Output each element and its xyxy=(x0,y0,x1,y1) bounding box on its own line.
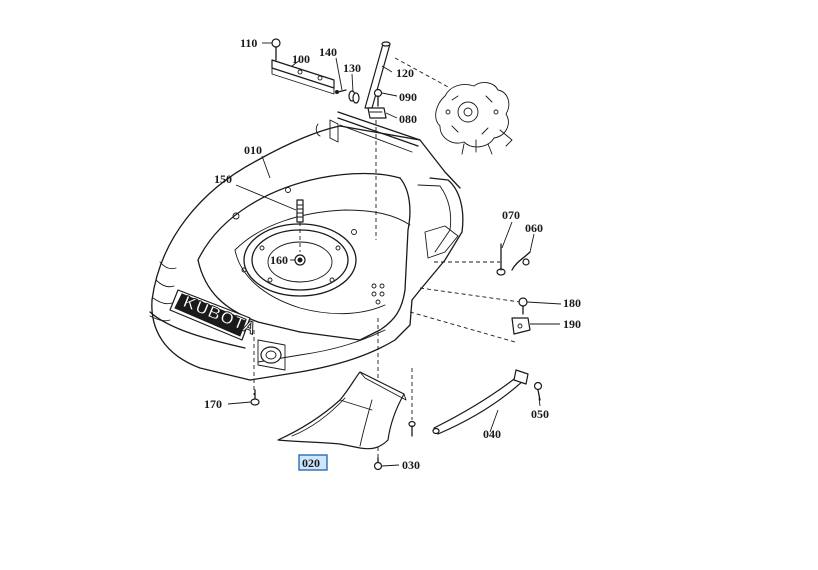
screw-090 xyxy=(373,88,383,107)
kubota-decal: KUBOTA xyxy=(169,289,260,341)
label-120[interactable]: 120 xyxy=(396,66,414,80)
label-040[interactable]: 040 xyxy=(483,427,501,441)
label-020[interactable]: 020 xyxy=(302,456,320,470)
clip-060 xyxy=(511,251,531,271)
bracket-080 xyxy=(367,107,387,119)
label-160[interactable]: 160 xyxy=(270,253,288,267)
part-labels: 110 100 140 130 120 090 080 010 150 160 … xyxy=(204,36,581,472)
label-070[interactable]: 070 xyxy=(502,208,520,222)
label-180[interactable]: 180 xyxy=(563,296,581,310)
bolt-110 xyxy=(271,38,281,61)
label-080[interactable]: 080 xyxy=(399,112,417,126)
holder-190 xyxy=(511,317,531,335)
rear-flap-hinge xyxy=(271,59,335,95)
strap-040 xyxy=(432,369,529,435)
label-110[interactable]: 110 xyxy=(240,36,257,50)
screw-050 xyxy=(533,381,543,401)
nut-160 xyxy=(294,254,306,266)
label-140[interactable]: 140 xyxy=(319,45,337,59)
engine-outline xyxy=(435,82,513,155)
highlight-020-box xyxy=(298,454,328,471)
label-030[interactable]: 030 xyxy=(402,458,420,472)
spring-130 xyxy=(348,90,360,104)
leader-lines xyxy=(227,42,562,467)
mower-deck xyxy=(149,111,464,381)
label-170[interactable]: 170 xyxy=(204,397,222,411)
bolt-170 xyxy=(250,389,260,406)
bolt-180 xyxy=(518,297,528,315)
cover-020 xyxy=(277,371,407,450)
pin-140 xyxy=(335,89,347,94)
label-100[interactable]: 100 xyxy=(292,52,310,66)
screw-030 xyxy=(373,420,416,471)
label-190[interactable]: 190 xyxy=(563,317,581,331)
label-090[interactable]: 090 xyxy=(399,90,417,104)
explosion-lines xyxy=(253,57,521,458)
label-050[interactable]: 050 xyxy=(531,407,549,421)
bolt-150 xyxy=(296,199,304,223)
label-130[interactable]: 130 xyxy=(343,61,361,75)
label-150[interactable]: 150 xyxy=(214,172,232,186)
label-060[interactable]: 060 xyxy=(525,221,543,235)
screw-070 xyxy=(496,243,506,276)
label-010[interactable]: 010 xyxy=(244,143,262,157)
